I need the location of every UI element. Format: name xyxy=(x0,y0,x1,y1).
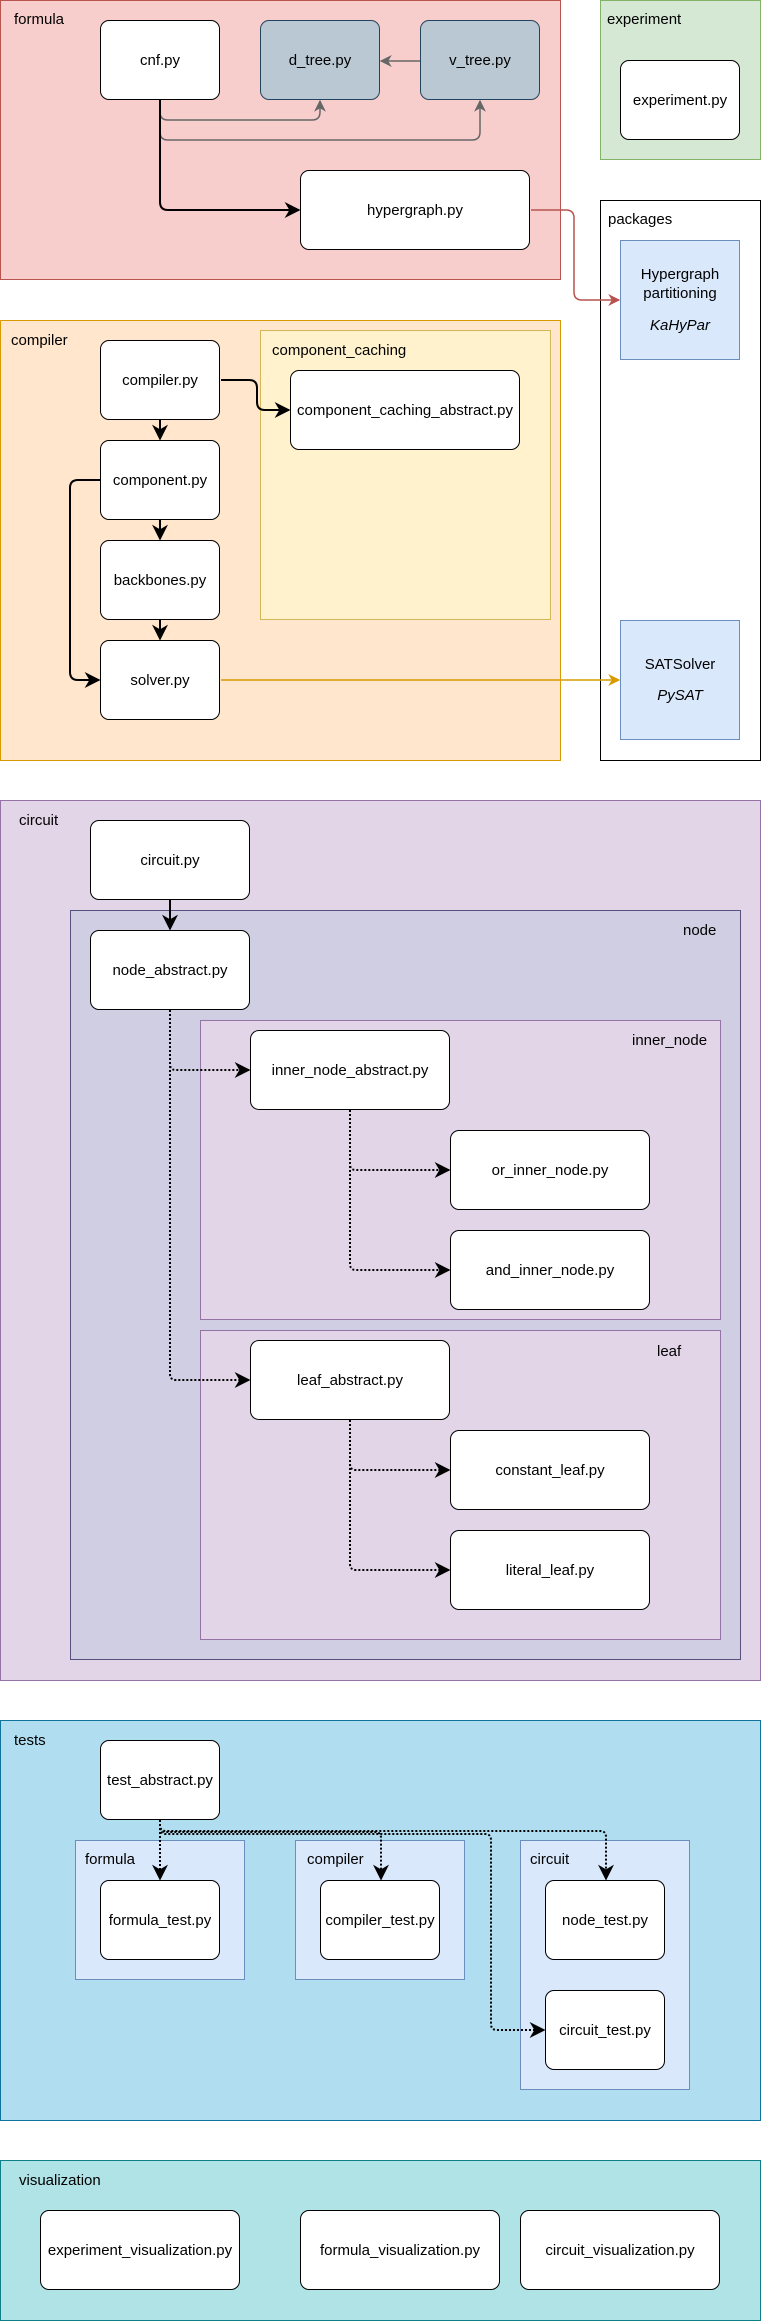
component-caching-abstract-node[interactable]: component_caching_abstract.py xyxy=(290,370,520,450)
node-test-node[interactable]: node_test.py xyxy=(545,1880,665,1960)
inner-node-group-label: inner_node xyxy=(632,1032,708,1049)
v-tree-node[interactable]: v_tree.py xyxy=(420,20,540,100)
tests-group-label: tests xyxy=(14,1732,46,1749)
pysat-label: PySAT xyxy=(657,687,703,704)
tests-compiler-group-label: compiler xyxy=(307,1851,364,1868)
hypergraph-node[interactable]: hypergraph.py xyxy=(300,170,530,250)
visualization-group-label: visualization xyxy=(19,2172,101,2189)
d-tree-node[interactable]: d_tree.py xyxy=(260,20,380,100)
constant-leaf-node[interactable]: constant_leaf.py xyxy=(450,1430,650,1510)
backbones-node[interactable]: backbones.py xyxy=(100,540,220,620)
formula-visualization-node[interactable]: formula_visualization.py xyxy=(300,2210,500,2290)
compiler-node[interactable]: compiler.py xyxy=(100,340,220,420)
satsolver-title: SATSolver xyxy=(644,655,716,673)
experiment-visualization-node[interactable]: experiment_visualization.py xyxy=(40,2210,240,2290)
experiment-group-label: experiment xyxy=(607,11,682,28)
tests-formula-group-label: formula xyxy=(85,1851,136,1868)
node-abstract-node[interactable]: node_abstract.py xyxy=(90,930,250,1010)
formula-test-node[interactable]: formula_test.py xyxy=(100,1880,220,1960)
kahypar-label: KaHyPar xyxy=(649,316,711,334)
leaf-group-label: leaf xyxy=(657,1343,682,1360)
component-caching-group-label: component_caching xyxy=(272,342,407,359)
or-inner-node-node[interactable]: or_inner_node.py xyxy=(450,1130,650,1210)
packages-group-label: packages xyxy=(608,211,673,228)
hypergraph-partitioning-package[interactable]: Hypergraph partitioning KaHyPar xyxy=(620,240,740,360)
test-abstract-node[interactable]: test_abstract.py xyxy=(100,1740,220,1820)
component-node[interactable]: component.py xyxy=(100,440,220,520)
circuit-group-label: circuit xyxy=(19,812,59,829)
node-group-label: node xyxy=(683,922,717,939)
compiler-group-label: compiler xyxy=(11,332,68,349)
circuit-visualization-node[interactable]: circuit_visualization.py xyxy=(520,2210,720,2290)
inner-node-abstract-node[interactable]: inner_node_abstract.py xyxy=(250,1030,450,1110)
cnf-node[interactable]: cnf.py xyxy=(100,20,220,100)
formula-group-label: formula xyxy=(14,11,65,28)
solver-node[interactable]: solver.py xyxy=(100,640,220,720)
and-inner-node-node[interactable]: and_inner_node.py xyxy=(450,1230,650,1310)
hypergraph-partitioning-title: Hypergraph partitioning xyxy=(640,265,720,303)
experiment-node[interactable]: experiment.py xyxy=(620,60,740,140)
circuit-node[interactable]: circuit.py xyxy=(90,820,250,900)
leaf-abstract-node[interactable]: leaf_abstract.py xyxy=(250,1340,450,1420)
satsolver-package[interactable]: SATSolver PySAT xyxy=(620,620,740,740)
circuit-test-node[interactable]: circuit_test.py xyxy=(545,1990,665,2070)
tests-circuit-group-label: circuit xyxy=(530,1851,570,1868)
literal-leaf-node[interactable]: literal_leaf.py xyxy=(450,1530,650,1610)
compiler-test-node[interactable]: compiler_test.py xyxy=(320,1880,440,1960)
